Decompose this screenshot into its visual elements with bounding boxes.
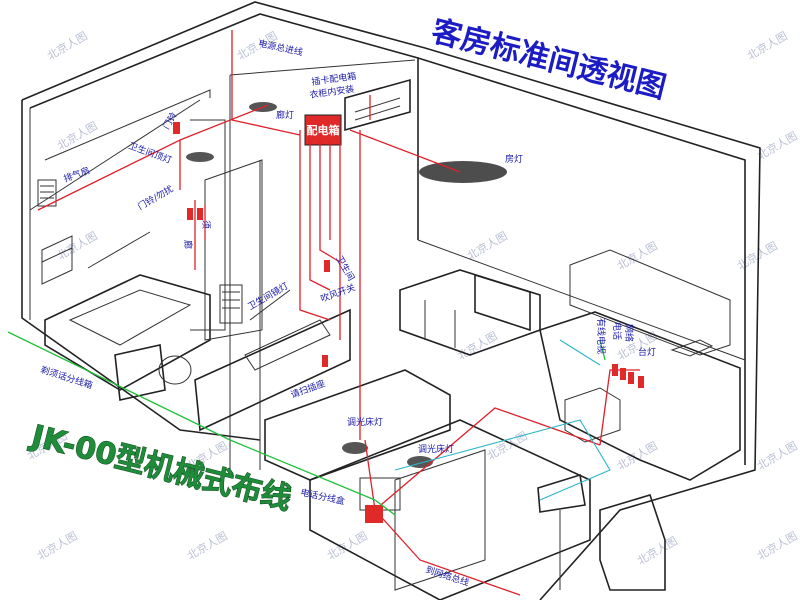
watermark: 北京人图 [45,28,90,62]
label-shaver: 须 [200,220,211,229]
bath-switch-device [324,260,330,272]
distribution-panel [304,114,342,146]
label-phone-socket: 电话 [611,322,623,340]
label-bath-fan: 排气扇 [62,164,91,185]
bed-lamp-left [342,442,368,454]
bed-footboard [394,449,486,591]
watermark: 北京人图 [55,228,100,262]
label-bed-lamp-1: 调光床灯 [347,416,383,428]
watermark: 北京人图 [455,328,500,362]
label-bath-socket: 吹风开关 [319,281,357,305]
power-wiring [37,30,644,596]
bathtub [44,274,211,391]
bedroom [264,249,741,601]
watermark: 北京人图 [745,28,790,62]
desk-stool [564,387,621,443]
wiring-type-title: JK-00型机械式布线 [26,418,295,517]
label-power-main: 电源总进线 [257,37,304,58]
label-bell-pull: 门铃/勿扰 [136,183,176,213]
label-bed-lamp-2: 调光床灯 [418,443,454,455]
watermark: 北京人图 [35,528,80,562]
desk-socket-4 [638,376,644,388]
room-shell [21,1,761,601]
watermark-layer: 北京人图 北京人图 北京人图 北京人图 北京人图 北京人图 北京人图 北京人图 … [25,28,800,567]
bed [309,419,591,601]
data-wiring [7,331,611,516]
label-corridor-lamp: 廊灯 [276,109,294,121]
room-ceiling-lamp [419,161,507,183]
shower-vent [219,284,243,324]
shower-glass [204,159,263,341]
watermark: 北京人图 [185,528,230,562]
desk-socket-2 [620,368,626,380]
toilet-tank [114,344,166,401]
tv-set [474,273,531,332]
label-tv-box: 剃须话分线箱 [39,363,94,391]
watermark: 北京人图 [465,228,510,262]
watermark: 北京人图 [55,118,100,152]
mirror-lamp [249,289,291,321]
label-mirror-lamp: 卫生间镜灯 [246,280,291,313]
cabinet-top-box [344,78,411,132]
cleaning-socket-device [322,355,328,367]
toilet-seat [158,355,192,385]
desk-socket-3 [628,372,634,384]
watermark: 北京人图 [755,528,800,562]
towel-rack [41,235,73,285]
label-corr-switch: 廊 [182,240,194,249]
label-network: 网络 [623,324,635,342]
watermark: 北京人图 [325,528,370,562]
watermark: 北京人图 [755,438,800,472]
label-table-lamp: 台灯 [638,346,656,358]
label-tv-socket: 有线电视 [595,318,607,354]
bath-ceiling-lamp-fixture [186,152,214,162]
annotation-labels: 电源总进线 插卡配电箱 衣柜内安装 廊灯 门铃 排气扇 卫生间顶灯 门铃/勿扰 … [39,37,656,589]
watermark: 北京人图 [615,438,660,472]
label-phone-box: 电话分线盒 [299,486,346,507]
bell-pull-device [187,208,193,220]
floor-lamp-shade [537,473,586,513]
writing-desk [539,311,741,481]
bedside-panel-device [365,505,383,523]
label-cleaning: 请扫插座 [289,377,327,401]
door-bell-device [173,122,180,134]
watermark: 北京人图 [735,238,780,272]
bathroom [37,102,351,432]
label-bath-switch: 卫生间 [333,254,357,283]
dresser-mirror [569,249,731,356]
sink [244,319,331,371]
corridor-switch-device [197,208,203,220]
watermark: 北京人图 [635,533,680,567]
distribution-panel-label: 配电箱 [307,123,340,137]
headboard [264,369,451,481]
watermark: 北京人图 [755,128,800,162]
label-room-lamp: 房灯 [505,153,523,165]
bathroom-door [190,119,226,331]
wardrobe-area: 配电箱 [304,78,507,183]
desk-socket-1 [612,364,618,376]
vanity-counter [194,308,351,432]
armchair [599,494,666,591]
table-lamp-shade [670,339,714,357]
